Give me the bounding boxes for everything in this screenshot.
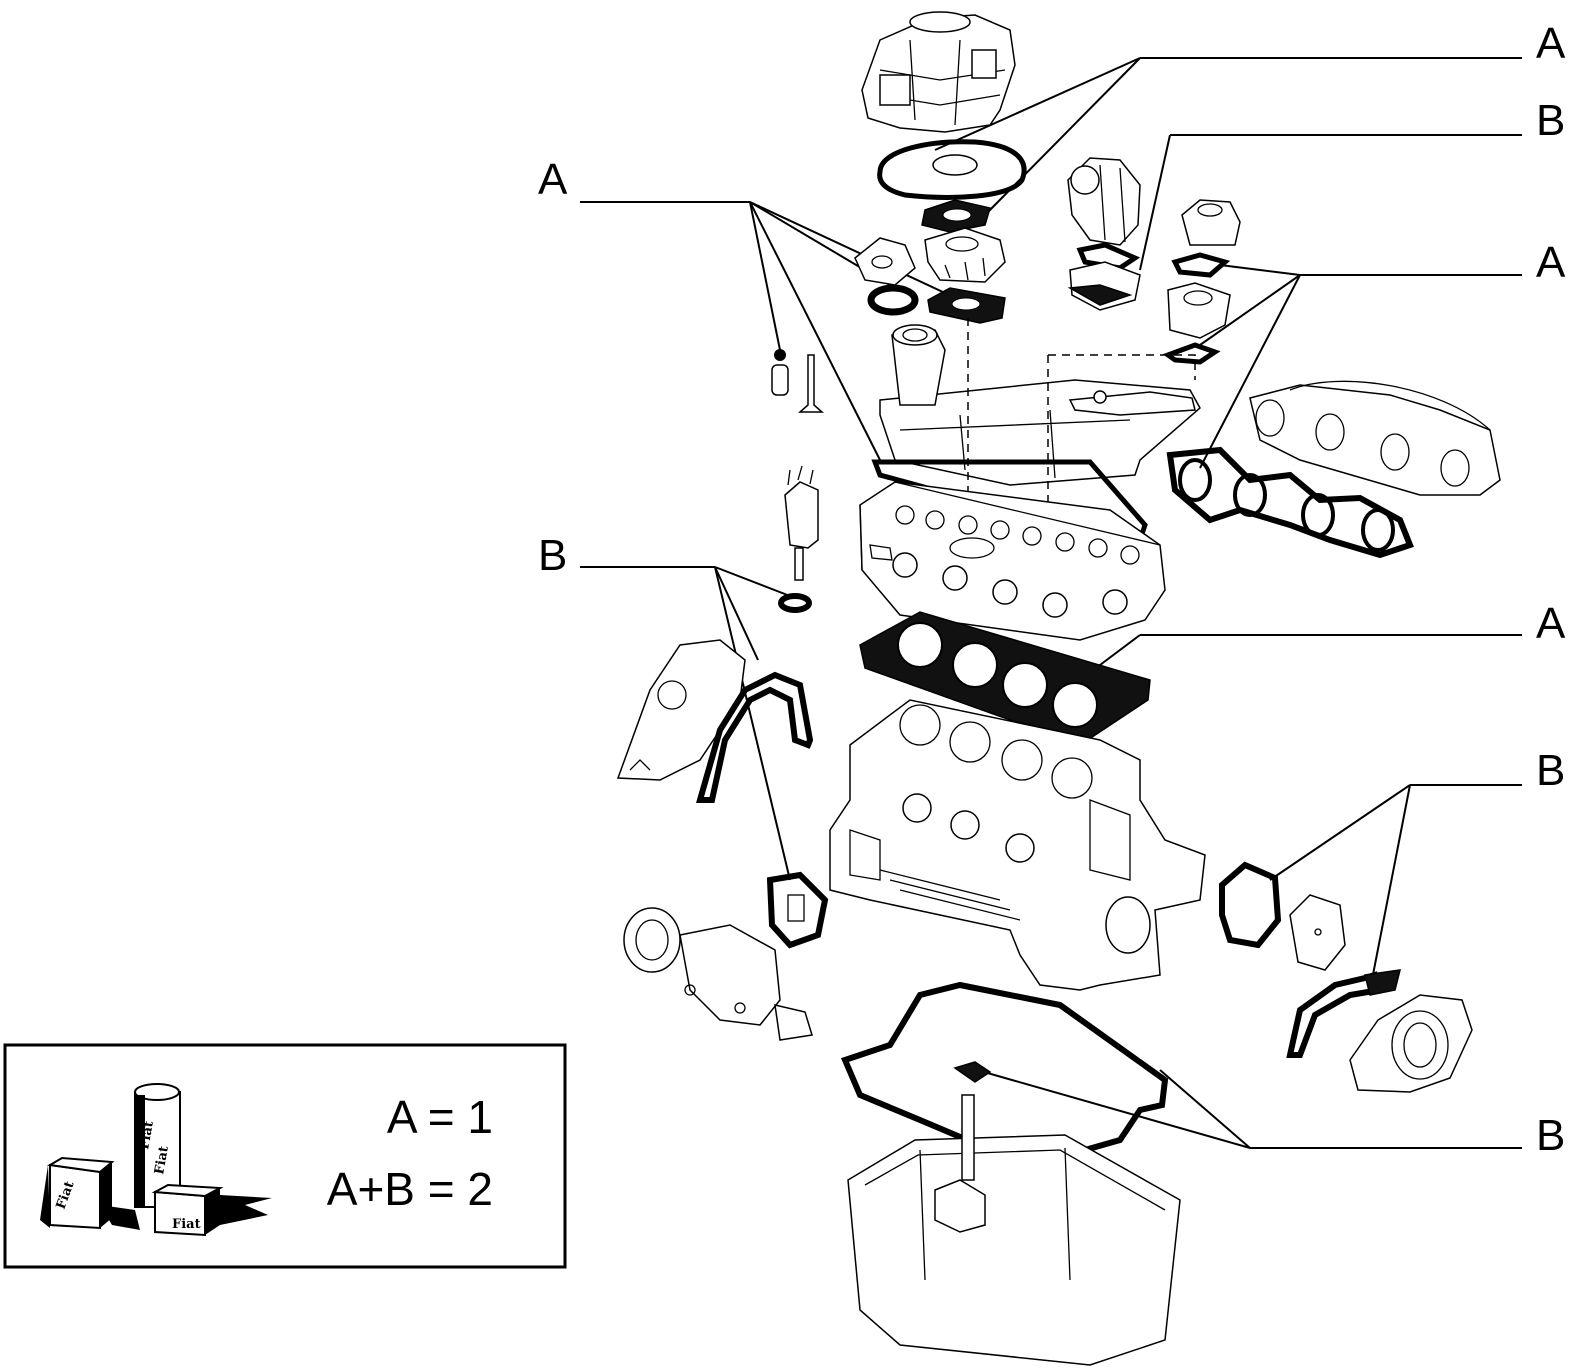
exhaust-manifold-gasket	[1166, 446, 1414, 559]
callout-top-left-a: A	[538, 155, 568, 204]
water-outlet-gasket	[1171, 252, 1231, 278]
valve-guide	[771, 364, 789, 396]
leader-lines	[580, 57, 1522, 1149]
thermostat-housing	[854, 237, 916, 286]
cylinder-head	[859, 481, 1166, 641]
valve	[798, 354, 824, 413]
timing-cover	[616, 639, 746, 781]
valve-stem-seal	[774, 349, 786, 361]
callout-head-gasket-a: A	[1536, 599, 1566, 648]
carburetor	[861, 11, 1016, 133]
callout-lower-right-b: B	[1536, 746, 1565, 795]
rear-cover-plate	[1289, 894, 1346, 971]
oil-sump	[847, 1094, 1181, 1366]
brand-label: Fiat	[152, 1145, 172, 1176]
callout-top-right-b: B	[1536, 96, 1565, 145]
legend-line-a-plus-b: A+B = 2	[327, 1163, 493, 1215]
carburetor-spacer	[924, 227, 1006, 283]
rear-cover-gasket	[1219, 861, 1282, 949]
cylinder-head-gasket	[859, 611, 1151, 746]
fuel-pump-lower-gasket	[1067, 284, 1133, 306]
brand-label: Fiat	[137, 1120, 157, 1151]
fuel-pump-gasket	[1076, 242, 1141, 271]
callout-mid-right-a: A	[1536, 238, 1566, 287]
brand-label: Fiat	[172, 1217, 201, 1232]
product-packaging-icon: Fiat Fiat Fiat Fiat	[40, 1083, 272, 1237]
alignment-line	[1048, 354, 1196, 380]
fuel-pump	[1067, 157, 1141, 246]
oil-pickup-gasket	[953, 1061, 992, 1083]
legend-line-a: A = 1	[387, 1091, 493, 1143]
round-seal	[867, 284, 919, 316]
timing-cover-gasket	[696, 671, 814, 803]
crankshaft-seal-housing	[1349, 994, 1473, 1093]
callout-bottom-right-b: B	[1536, 1111, 1565, 1160]
water-outlet	[1181, 199, 1241, 246]
callout-top-right-a: A	[1536, 19, 1566, 68]
water-pump-gasket	[766, 871, 829, 949]
water-pump	[623, 907, 813, 1041]
distributor	[784, 465, 819, 581]
legend-box: Fiat Fiat Fiat Fiat A = 1 A+B = 2	[3, 1043, 567, 1269]
distributor-seal	[778, 593, 812, 613]
rocker-cover	[879, 324, 1201, 486]
water-outlet-housing	[1167, 282, 1231, 339]
carburetor-base-gasket	[877, 139, 1027, 200]
water-housing-gasket	[1162, 342, 1221, 365]
callout-labels: A B A A B A B B	[538, 19, 1566, 1160]
callout-mid-left-b: B	[538, 531, 567, 580]
engine-block	[829, 699, 1206, 991]
exhaust-manifold	[1249, 380, 1501, 496]
